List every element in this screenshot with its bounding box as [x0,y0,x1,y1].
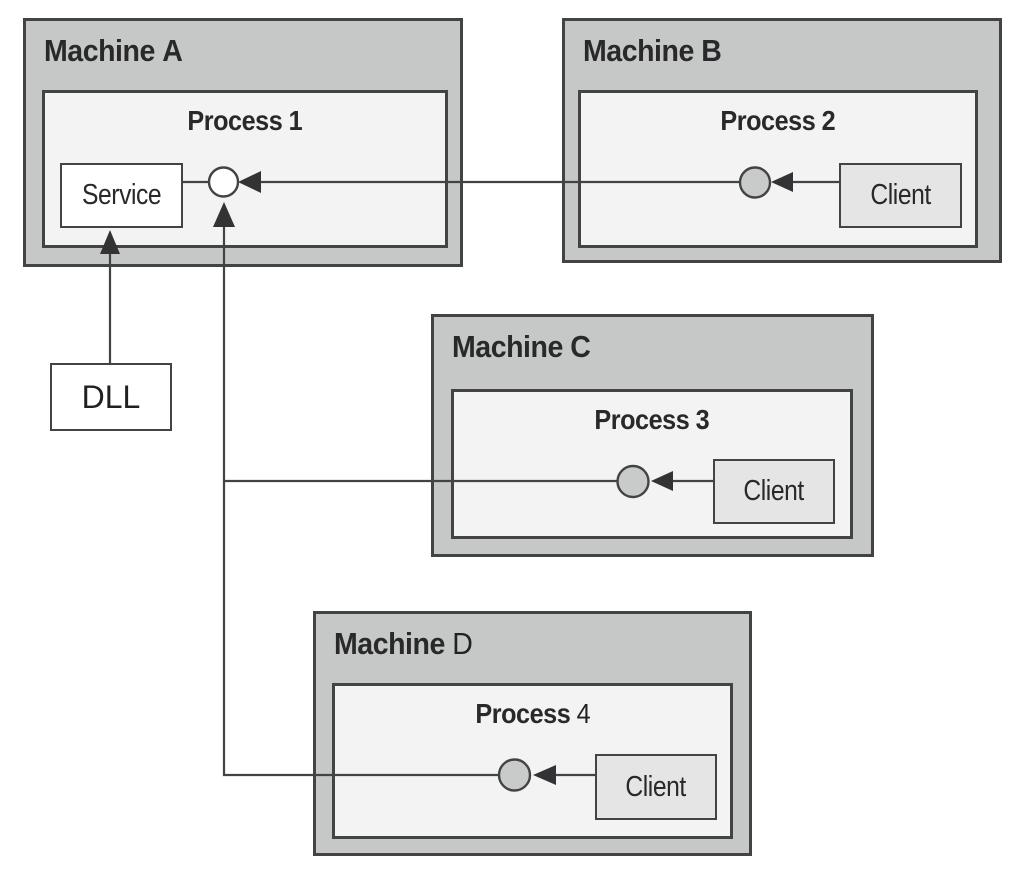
machine-d-label-letter: D [452,626,473,661]
client-box-process-3: Client [713,459,835,524]
machine-c-label-word: Machine [452,329,563,364]
client-label-process-3: Client [743,475,805,507]
service-label: Service [81,179,162,211]
client-box-process-2: Client [839,163,962,228]
machine-c-label-letter: C [570,329,591,364]
machine-b-label-word: Machine [583,33,694,68]
client-label-process-2: Client [870,179,931,211]
machine-a-label-letter: A [162,33,183,68]
process-3-label-number: 3 [695,404,710,435]
process-2-label-number: 2 [821,105,836,136]
process-1-label-number: 1 [288,105,303,136]
process-3-label-word: Process [594,404,690,435]
machine-a-label-word: Machine [44,33,155,68]
client-label-process-4: Client [625,770,687,803]
dll-box: DLL [50,363,172,431]
machine-d-label-word: Machine [334,626,445,661]
machine-b-label-letter: B [701,33,722,68]
process-4-label-word: Process [475,698,571,729]
process-2-label-word: Process [720,105,816,136]
process-4-label-number: 4 [576,698,590,729]
client-box-process-4: Client [595,754,717,820]
dll-label: DLL [81,378,141,415]
service-box: Service [60,163,183,228]
process-1-label-word: Process [187,105,283,136]
